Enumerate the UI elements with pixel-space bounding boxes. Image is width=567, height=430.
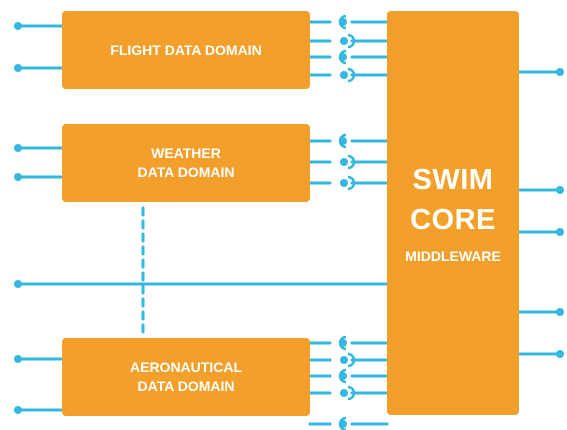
input-endpoint-dot <box>14 64 22 72</box>
socket-connector-plug <box>339 137 347 145</box>
aeronautical-domain-label-line2: DATA DOMAIN <box>137 378 235 394</box>
plug-connector-cup <box>347 385 356 401</box>
output-endpoint-dot <box>556 228 564 236</box>
flight-domain-label: FLIGHT DATA DOMAIN <box>110 41 262 58</box>
input-endpoint-dot <box>14 280 22 288</box>
output-endpoint-dot <box>556 68 564 76</box>
core-title-line1: SWIM <box>412 164 494 196</box>
weather-domain-label-line2: DATA DOMAIN <box>137 164 235 180</box>
plug-connector-plug <box>340 356 348 364</box>
input-endpoint-dot <box>14 144 22 152</box>
output-endpoint-dot <box>556 308 564 316</box>
socket-connector-plug <box>339 420 347 428</box>
socket-connector-plug <box>339 339 347 347</box>
plug-connector-plug <box>340 179 348 187</box>
core-title-line2: CORE <box>410 204 496 236</box>
plug-connector-cup <box>347 33 356 49</box>
input-endpoint-dot <box>14 173 22 181</box>
weather-domain-label-line1: WEATHER <box>151 145 221 161</box>
socket-connector-plug <box>339 372 347 380</box>
socket-connector-plug <box>339 53 347 61</box>
output-endpoint-dot <box>556 350 564 358</box>
swim-core-middleware-box: SWIM CORE MIDDLEWARE <box>387 11 519 415</box>
socket-connector-plug <box>339 18 347 26</box>
plug-connector-cup <box>347 67 356 83</box>
plug-connector-cup <box>347 352 356 368</box>
core-subtitle: MIDDLEWARE <box>405 248 501 264</box>
flight-data-domain-box: FLIGHT DATA DOMAIN <box>62 11 310 89</box>
plug-connector-plug <box>340 37 348 45</box>
plug-connector-plug <box>340 389 348 397</box>
aeronautical-domain-label-line1: AERONAUTICAL <box>130 359 242 375</box>
aeronautical-data-domain-box: AERONAUTICAL DATA DOMAIN <box>62 338 310 416</box>
input-endpoint-dot <box>14 355 22 363</box>
plug-connector-cup <box>347 175 356 191</box>
weather-data-domain-box: WEATHER DATA DOMAIN <box>62 124 310 202</box>
input-endpoint-dot <box>14 406 22 414</box>
plug-connector-plug <box>340 158 348 166</box>
output-endpoint-dot <box>556 186 564 194</box>
input-endpoint-dot <box>14 22 22 30</box>
plug-connector-plug <box>340 71 348 79</box>
plug-connector-cup <box>347 154 356 170</box>
